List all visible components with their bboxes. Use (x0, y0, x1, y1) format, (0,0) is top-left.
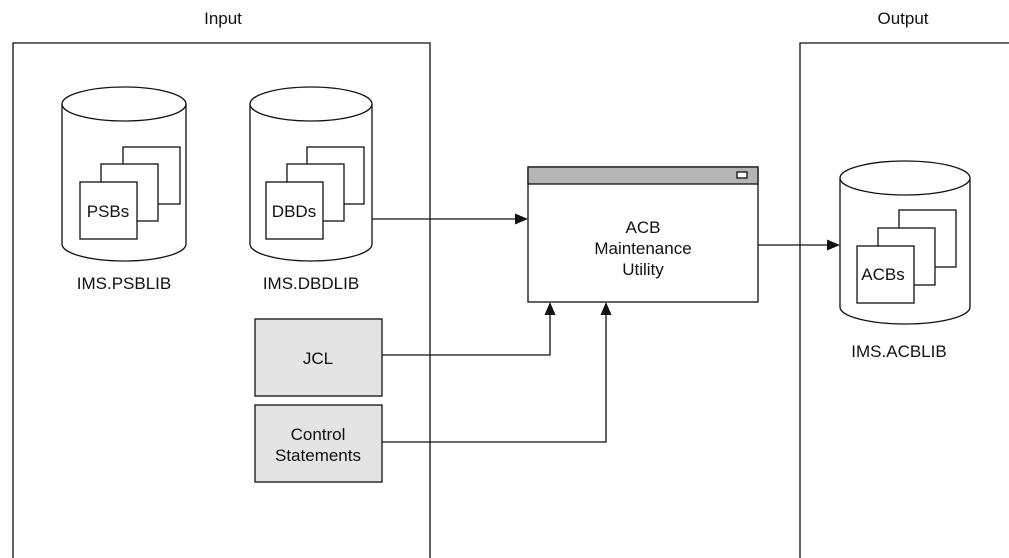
dbdlib-dataset: DBDs IMS.DBDLIB (249, 86, 373, 293)
control-statements-input: Control Statements (254, 404, 383, 483)
jcl-label: JCL (303, 349, 333, 368)
utility-label-line-1: ACB (626, 218, 661, 237)
psblib-content-label: PSBs (87, 202, 130, 221)
psblib-page-1 (79, 181, 138, 240)
utility-label-line-3: Utility (622, 260, 664, 279)
dbdlib-cylinder-top (249, 86, 373, 122)
acblib-dataset: ACBs IMS.ACBLIB (839, 160, 971, 361)
psblib-name: IMS.PSBLIB (77, 274, 171, 293)
acblib-page-1 (856, 245, 915, 304)
psblib-dataset: PSBs IMS.PSBLIB (61, 86, 187, 293)
utility-window-frame (527, 166, 759, 303)
input-section-label: Input (204, 9, 242, 28)
arrow-utility-to-acblib (758, 239, 840, 251)
utility-label-line-2: Maintenance (594, 239, 691, 258)
acblib-cylinder-top (839, 160, 971, 196)
acblib-content-label: ACBs (861, 265, 904, 284)
arrow-dbdlib-to-utility (372, 213, 528, 225)
jcl-input: JCL (254, 318, 383, 397)
jcl-box (254, 318, 383, 397)
control-statements-label-line-2: Statements (275, 446, 361, 465)
acblib-name: IMS.ACBLIB (851, 342, 946, 361)
dbdlib-name: IMS.DBDLIB (263, 274, 359, 293)
utility-title-bar (527, 166, 759, 185)
arrow-jcl-to-utility (382, 302, 556, 356)
utility-window-control-icon (736, 171, 748, 179)
output-frame (799, 42, 1009, 558)
output-section-label: Output (877, 9, 928, 28)
input-frame (12, 42, 431, 558)
acb-utility-window: ACB Maintenance Utility (527, 166, 759, 303)
psblib-cylinder-top (61, 86, 187, 122)
arrow-control-to-utility (382, 302, 612, 443)
control-statements-box (254, 404, 383, 483)
dbdlib-page-1 (265, 181, 324, 240)
control-statements-label-line-1: Control (291, 425, 346, 444)
dbdlib-content-label: DBDs (272, 202, 316, 221)
